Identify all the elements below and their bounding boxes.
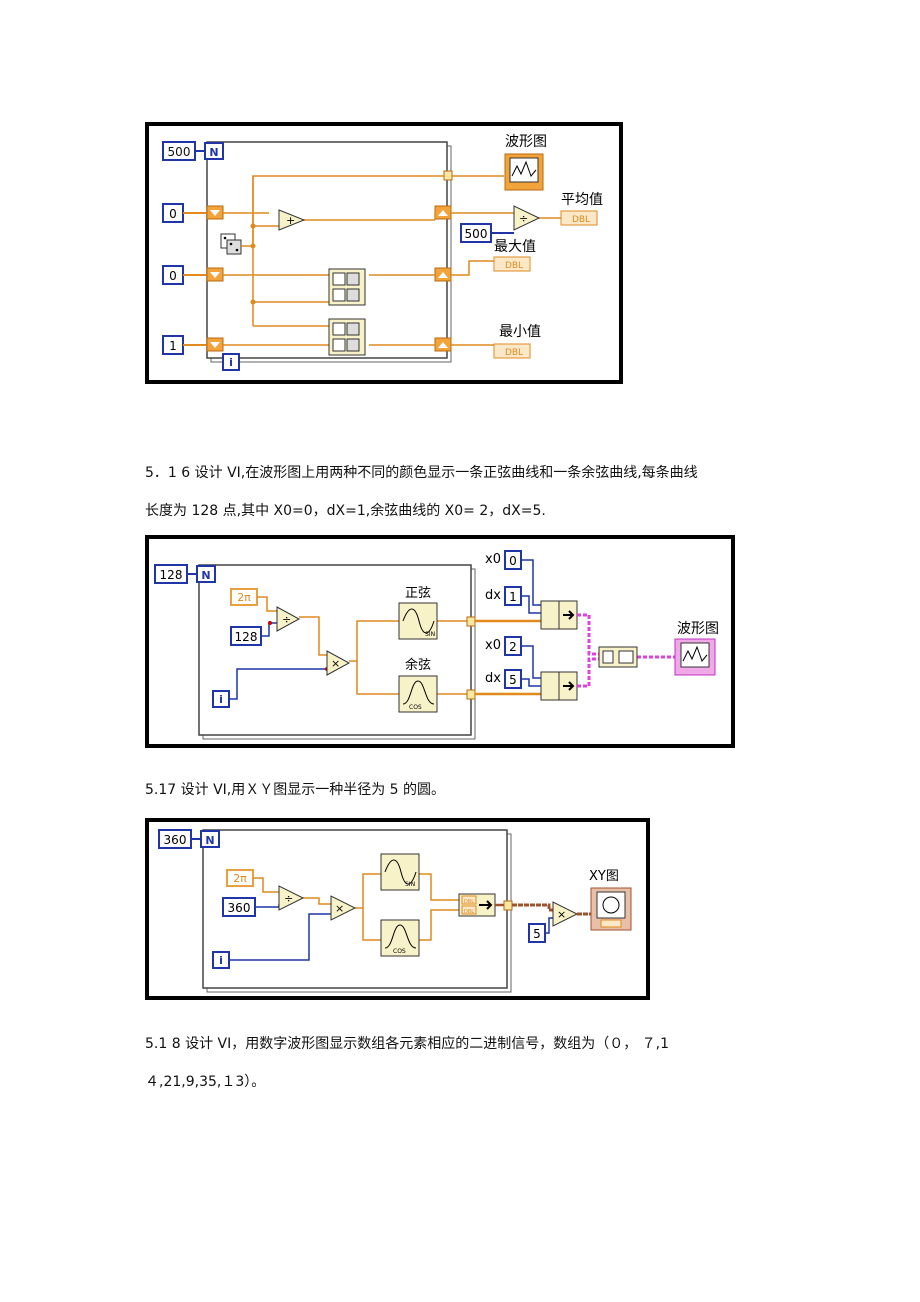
- divide-node: [278, 885, 305, 911]
- max-dbl-tag: DBL: [505, 261, 523, 271]
- loop-count-terminal-label: N: [209, 146, 218, 159]
- x0-value-1: 0: [509, 554, 517, 568]
- average-label: 平均值: [561, 192, 603, 208]
- loop-count-value: 128: [160, 568, 183, 582]
- iteration-terminal-label: i: [229, 356, 233, 369]
- divide-symbol: ÷: [519, 212, 528, 225]
- cosine-function-node: COS: [380, 919, 420, 957]
- multiply-symbol: ×: [335, 902, 344, 915]
- dx-value-1: 1: [509, 590, 517, 604]
- exercise-5-16-line-2: 长度为 128 点,其中 X0=0，dX=1,余弦曲线的 X0= 2，dX=5.: [145, 503, 546, 519]
- divisor-value: 128: [235, 630, 258, 644]
- min-label: 最小值: [499, 324, 541, 340]
- x0-value-2: 2: [509, 640, 517, 654]
- add-node: [278, 209, 306, 231]
- waveform-graph-label: 波形图: [505, 134, 547, 150]
- left-shift-registers: [206, 205, 224, 352]
- max-label: 最大值: [494, 239, 536, 255]
- multiply-radius-node: [552, 901, 579, 927]
- loop-count-terminal-label: N: [201, 569, 210, 582]
- xy-graph-label: XY图: [589, 869, 619, 884]
- bundle-node: DBL DBL: [458, 893, 496, 917]
- build-array-node: [598, 646, 638, 668]
- divide-node: [276, 606, 301, 632]
- sine-function-node: SIN: [380, 853, 420, 891]
- iteration-terminal-label: i: [219, 954, 223, 967]
- xy-graph-indicator: [590, 887, 632, 931]
- dx-value-2: 5: [509, 673, 517, 687]
- exercise-5-17-line-1: 5.17 设计 VI,用ＸＹ图显示一种半径为 5 的圆。: [145, 782, 446, 798]
- iteration-terminal-label: i: [219, 693, 223, 706]
- bundle-dbl-tag-2: DBL: [464, 909, 474, 915]
- dx-label-2: dx: [485, 671, 501, 686]
- multiply-node: [326, 650, 351, 676]
- exercise-5-18-line-2: ４,21,9,35,１3）。: [145, 1074, 266, 1090]
- loop-count-value: 360: [164, 833, 187, 847]
- divisor-value: 500: [465, 227, 488, 241]
- waveform-graph-indicator: [674, 638, 716, 676]
- exercise-5-16-line-1: 5．1 6 设计 VI,在波形图上用两种不同的颜色显示一条正弦曲线和一条余弦曲线…: [145, 465, 698, 481]
- for-loop-frame: [206, 141, 448, 359]
- iteration-terminal: [212, 690, 230, 708]
- block-diagram-statistics: N 500 0 0 1: [145, 122, 623, 384]
- waveform-graph-indicator: [504, 153, 544, 191]
- min-dbl-tag: DBL: [505, 348, 523, 358]
- divide-symbol: ÷: [284, 892, 293, 905]
- x0-label-1: x0: [485, 552, 501, 567]
- x0-label-2: x0: [485, 638, 501, 653]
- waveform-graph-label: 波形图: [677, 621, 719, 637]
- cosine-label: 余弦: [405, 657, 431, 673]
- block-diagram-sine-cosine: 128 N 2π 128 ÷ × i 正弦: [145, 535, 735, 748]
- shift-init-c-value: 1: [169, 339, 177, 353]
- add-symbol: +: [286, 214, 295, 227]
- sin-tag: SIN: [425, 631, 435, 638]
- radius-value: 5: [533, 927, 541, 941]
- max-min-node-1: [328, 268, 366, 306]
- average-dbl-tag: DBL: [572, 215, 590, 225]
- iteration-terminal: [222, 353, 240, 371]
- sin-tag: SIN: [405, 881, 415, 888]
- iteration-terminal: [212, 951, 230, 969]
- sine-function-node: SIN: [398, 602, 438, 640]
- cos-tag: COS: [393, 948, 406, 955]
- loop-count-terminal: [200, 830, 220, 848]
- divide-node: [513, 205, 541, 231]
- divide-symbol: ÷: [282, 613, 291, 626]
- two-pi-value: 2π: [233, 872, 247, 885]
- loop-count-terminal-label: N: [205, 834, 214, 847]
- divisor-value: 360: [228, 901, 251, 915]
- max-indicator: [493, 256, 531, 272]
- loop-count-value: 500: [168, 145, 191, 159]
- block-diagram-xy-circle: 360 N 2π 360 ÷ × i SIN: [145, 818, 650, 1000]
- multiply-node: [330, 895, 357, 921]
- multiply-symbol: ×: [331, 657, 340, 670]
- diagram-1-canvas: N 500 0 0 1: [162, 134, 603, 371]
- multiply-radius-symbol: ×: [557, 908, 566, 921]
- cosine-function-node: COS: [398, 675, 438, 713]
- two-pi-value: 2π: [237, 591, 251, 604]
- random-number-dice-icon: [220, 233, 242, 255]
- cos-tag: COS: [409, 704, 422, 711]
- exercise-5-18-line-1: 5.1 8 设计 VI，用数字波形图显示数组各元素相应的二进制信号，数组为（０，…: [145, 1036, 670, 1052]
- bundle-dbl-tag-1: DBL: [464, 899, 474, 905]
- max-min-node-2: [328, 318, 366, 356]
- bundle-node-1: [540, 600, 578, 630]
- min-indicator: [493, 343, 531, 359]
- shift-init-a-value: 0: [169, 207, 177, 221]
- dx-label-1: dx: [485, 588, 501, 603]
- sine-label: 正弦: [405, 585, 431, 601]
- bundle-node-2: [540, 671, 578, 701]
- diagram-2-canvas: 128 N 2π 128 ÷ × i 正弦: [154, 550, 719, 740]
- diagram-3-canvas: 360 N 2π 360 ÷ × i SIN: [158, 829, 632, 993]
- loop-count-terminal: [196, 565, 216, 583]
- shift-init-b-value: 0: [169, 269, 177, 283]
- average-indicator: [560, 210, 598, 226]
